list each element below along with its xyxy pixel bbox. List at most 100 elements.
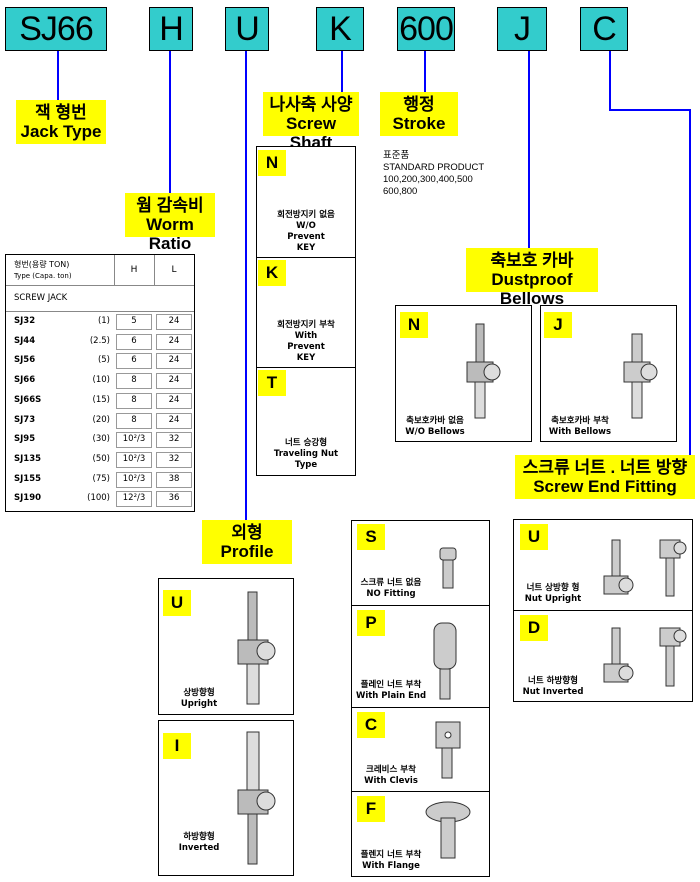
code-screw-shaft: K <box>316 7 364 51</box>
bellows-option-j-kr: 축보호카바 부착 <box>551 416 609 426</box>
table-header-en: Type (Capa. ton) <box>14 272 72 280</box>
profile-option-u-en: Upright <box>180 699 218 709</box>
table-cell-type: SJ190 <box>14 493 42 504</box>
profile-option-u-caption: 상방향형 Upright <box>164 688 234 710</box>
nut-option-d-en: Nut Inverted <box>522 687 584 697</box>
table-cell-border <box>156 333 192 350</box>
table-cell-capa: (10) <box>92 375 110 386</box>
shaft-divider-1 <box>257 257 355 258</box>
nut-option-u-kr: 너트 상방향 형 <box>526 583 580 593</box>
shaft-option-t-kr: 너트 승강형 <box>284 438 328 448</box>
table-cell-h: 6 <box>131 335 137 346</box>
bellows-option-j-caption: 축보호카바 부착 With Bellows <box>540 416 620 438</box>
fitting-option-s-en: NO Fitting <box>366 589 416 599</box>
fitting-option-p-en: With Plain End <box>355 691 427 701</box>
tag-bellows-kr: 축보호 카바 <box>490 251 574 270</box>
table-cell-l: 24 <box>168 335 180 346</box>
table-cell-type: SJ66S <box>14 394 42 405</box>
tag-stroke: 행정 Stroke <box>380 92 458 136</box>
code-fitting: C <box>580 7 628 51</box>
bellows-option-n-en: W/O Bellows <box>405 427 465 437</box>
table-cell-border <box>156 412 192 429</box>
table-cell-border <box>156 392 192 409</box>
tag-worm-ratio: 웜 감속비 Worm Ratio <box>125 193 215 253</box>
shaft-option-t-en2: Type <box>294 460 318 470</box>
table-cell-type: SJ135 <box>14 453 42 464</box>
tag-stroke-kr: 행정 <box>403 95 435 114</box>
nut-divider <box>514 610 692 611</box>
tag-jack-type-en: Jack Type <box>20 122 102 141</box>
table-cell-h: 12²/3 <box>122 493 146 504</box>
table-cell-capa: (50) <box>92 453 110 464</box>
nut-option-d-caption: 너트 하방향형 Nut Inverted <box>515 676 591 698</box>
stroke-info-values2: 600,800 <box>383 186 418 197</box>
table-cell-border <box>116 392 152 409</box>
table-cell-type: SJ95 <box>14 434 36 445</box>
profile-option-i-en: Inverted <box>178 843 220 853</box>
table-cell-border <box>116 471 152 488</box>
tag-bellows: 축보호 카바 Dustproof Bellows <box>466 248 598 308</box>
table-cell-capa: (20) <box>92 414 110 425</box>
table-cell-border <box>116 333 152 350</box>
table-header-type: 형번(용량 TON) Type (Capa. ton) <box>6 255 115 286</box>
table-cell-h: 5 <box>131 316 137 326</box>
fitting-option-s-caption: 스크류 너트 없음 NO Fitting <box>351 578 431 600</box>
nut-option-u-letter: U <box>520 524 548 550</box>
code-stroke: 600 <box>397 7 455 51</box>
table-cell-border <box>156 451 192 468</box>
shaft-options-panel <box>256 146 356 476</box>
table-cell-h: 8 <box>131 394 137 405</box>
bellows-option-n-kr: 축보호카바 없음 <box>406 416 464 426</box>
fitting-option-c-caption: 크레비스 부착 With Clevis <box>351 765 431 787</box>
table-cell-type: SJ56 <box>14 355 36 366</box>
stroke-info-en: STANDARD PRODUCT <box>383 162 485 173</box>
table-cell-l: 24 <box>168 414 180 425</box>
table-cell-h: 10²/3 <box>122 434 146 445</box>
table-cell-type: SJ155 <box>14 473 42 484</box>
fitting-option-c-letter: C <box>357 712 385 738</box>
table-cell-border <box>156 353 192 370</box>
table-cell-border <box>116 314 152 330</box>
table-cell-border <box>156 491 192 508</box>
table-cell-l: 38 <box>168 473 180 484</box>
table-cell-l: 36 <box>168 493 180 504</box>
table-cell-border <box>116 491 152 508</box>
table-cell-border <box>116 353 152 370</box>
shaft-option-n-en1: W/O <box>296 221 316 231</box>
table-cell-l: 24 <box>168 375 180 386</box>
table-cell-border <box>156 314 192 330</box>
table-cell-border <box>156 373 192 390</box>
table-cell-h: 10²/3 <box>122 473 146 484</box>
table-cell-capa: (5) <box>97 355 110 366</box>
fitting-option-c-kr: 크레비스 부착 <box>366 765 416 775</box>
shaft-option-k-kr: 회전방지키 부착 <box>277 320 335 330</box>
tag-worm-ratio-en: Worm Ratio <box>146 215 194 253</box>
fitting-option-c-en: With Clevis <box>364 776 418 786</box>
table-cell-l: 24 <box>168 316 180 326</box>
nut-option-u-caption: 너트 상방향 형 Nut Upright <box>515 583 591 605</box>
profile-option-i-letter: I <box>163 733 191 759</box>
shaft-divider-2 <box>257 367 355 368</box>
tag-screw-shaft: 나사축 사양 Screw Shaft <box>263 92 359 152</box>
table-cell-capa: (100) <box>87 493 110 504</box>
table-cell-type: SJ66 <box>14 375 36 386</box>
fitting-divider-3 <box>352 791 489 792</box>
table-cell-border <box>116 432 152 449</box>
fitting-option-f-kr: 플렌지 너트 부착 <box>360 850 422 860</box>
table-cell-h: 6 <box>131 355 137 366</box>
table-cell-capa: (15) <box>92 394 110 405</box>
table-header-l: L <box>154 255 194 286</box>
tag-jack-type: 잭 형번 Jack Type <box>16 100 106 144</box>
stroke-info: 표준품 STANDARD PRODUCT 100,200,300,400,500… <box>383 150 484 198</box>
